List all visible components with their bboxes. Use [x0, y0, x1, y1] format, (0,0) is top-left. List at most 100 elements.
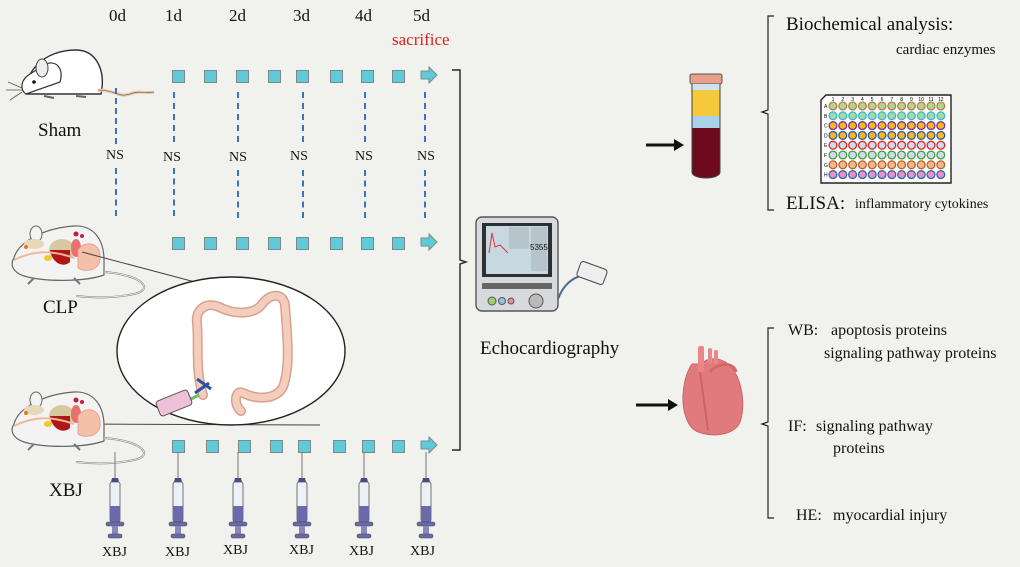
- plate-well: [897, 170, 907, 180]
- plate-well: [926, 101, 936, 111]
- dashed-line: [115, 168, 117, 216]
- plate-well: [877, 150, 887, 160]
- plate-well: [897, 130, 907, 140]
- cecal-ligation-puncture-icon: [116, 276, 346, 426]
- plate-well: [906, 140, 916, 150]
- plate-well: [926, 160, 936, 170]
- plate-well: [897, 140, 907, 150]
- plate-well: [838, 150, 848, 160]
- echo-label: Echocardiography: [480, 338, 620, 359]
- plate-well: [916, 111, 926, 121]
- plate-well: [887, 101, 897, 111]
- syringe-icon: [292, 452, 312, 539]
- plate-well: [906, 130, 916, 140]
- plate-well: [848, 111, 858, 121]
- plate-well: [906, 111, 916, 121]
- syringe-icon: [416, 452, 436, 539]
- plate-well: [916, 170, 926, 180]
- analysis-target: apoptosis proteins: [831, 322, 947, 339]
- plate-column-label: 5: [871, 97, 874, 103]
- group-label-xbj: XBJ: [49, 480, 83, 501]
- timeline-square: [268, 237, 281, 250]
- timeline-square: [392, 440, 405, 453]
- plate-well: [867, 121, 877, 131]
- plate-well: [897, 111, 907, 121]
- timeline-square: [204, 70, 217, 83]
- plate-well: [857, 121, 867, 131]
- plate-row-label: C: [824, 124, 828, 130]
- timeline-square: [330, 237, 343, 250]
- plate-row-label: G: [824, 163, 828, 169]
- plate-well: [848, 101, 858, 111]
- plate-well: [926, 150, 936, 160]
- plate-well: [926, 121, 936, 131]
- plate-well: [838, 170, 848, 180]
- dashed-line: [302, 92, 304, 142]
- dashed-line: [364, 170, 366, 218]
- plate-well: [828, 111, 838, 121]
- day-label: 0d: [109, 6, 126, 25]
- plate-well: [916, 140, 926, 150]
- plate-well: [857, 150, 867, 160]
- timeline-square: [333, 440, 346, 453]
- plate-column-label: 6: [881, 97, 884, 103]
- plate-column-label: 9: [910, 97, 913, 103]
- plate-well: [936, 160, 946, 170]
- plate-column-label: 7: [890, 97, 893, 103]
- analysis-target: cardiac enzymes: [896, 42, 996, 58]
- plate-well: [828, 121, 838, 131]
- syringe-icon: [228, 452, 248, 539]
- ns-label: NS: [355, 149, 373, 164]
- plate-well: [867, 140, 877, 150]
- timeline-square: [392, 70, 405, 83]
- xbj-label: XBJ: [102, 545, 127, 560]
- plate-well: [867, 170, 877, 180]
- plate-well: [828, 101, 838, 111]
- plate-well: [906, 160, 916, 170]
- plate-well: [848, 150, 858, 160]
- timeline-square: [270, 440, 283, 453]
- analysis-method: WB:: [788, 322, 819, 339]
- timeline-square: [298, 440, 311, 453]
- plate-well: [838, 111, 848, 121]
- plate-well: [926, 140, 936, 150]
- arrow-to-heart-icon: [636, 399, 678, 411]
- xbj-label: XBJ: [410, 544, 435, 559]
- plate-well: [906, 170, 916, 180]
- plate-well: [857, 160, 867, 170]
- blood-tube-icon: [689, 73, 723, 179]
- heart-analysis-bracket: [760, 327, 774, 519]
- analysis-target: myocardial injury: [833, 507, 948, 524]
- dashed-line: [424, 170, 426, 218]
- plate-row-label: B: [824, 114, 828, 120]
- dashed-line: [237, 92, 239, 142]
- plate-well: [828, 150, 838, 160]
- dashed-line: [302, 170, 304, 218]
- plate-row-label: H: [824, 173, 828, 179]
- xbj-label: XBJ: [349, 544, 374, 559]
- plate-well: [906, 121, 916, 131]
- plate-row-label: E: [824, 143, 828, 149]
- echo-screen-readout: 5355: [530, 243, 548, 252]
- analysis-method: HE:: [796, 507, 822, 524]
- group-label-clp: CLP: [43, 297, 78, 318]
- plate-well: [887, 140, 897, 150]
- xbj-label: XBJ: [165, 545, 190, 560]
- plate-well: [936, 130, 946, 140]
- dashed-line: [237, 170, 239, 218]
- plate-well: [916, 121, 926, 131]
- plate-well: [926, 170, 936, 180]
- group-label-sham: Sham: [38, 120, 82, 141]
- plate-row-label: A: [824, 104, 828, 110]
- timeline-square: [392, 237, 405, 250]
- plate-well: [897, 121, 907, 131]
- plate-well: [828, 170, 838, 180]
- plate-well: [936, 121, 946, 131]
- analysis-method: IF:: [788, 418, 807, 435]
- plate-well: [897, 150, 907, 160]
- plate-well: [857, 111, 867, 121]
- plate-well: [867, 160, 877, 170]
- timeline-square: [172, 70, 185, 83]
- analysis-method: ELISA:: [786, 193, 846, 214]
